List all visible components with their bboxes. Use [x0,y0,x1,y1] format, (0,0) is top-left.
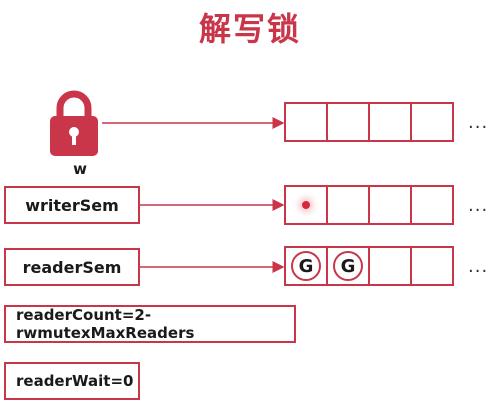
goroutine-g: G [333,251,363,281]
queue-cell [410,185,454,225]
reader-sem-box: readerSem [4,248,140,286]
writer-sem-box: writerSem [4,186,140,224]
queue-cell [368,185,412,225]
w-queue-more: ... [468,112,489,133]
reader-count-box: readerCount=2-rwmutexMaxReaders [4,305,296,343]
reader-sem-label: readerSem [22,257,122,277]
goroutine-g: G [291,251,321,281]
queue-cell [368,102,412,142]
w-queue [284,102,454,142]
writer-sem-label: writerSem [25,195,119,215]
reader-wait-box: readerWait=0 [4,362,140,400]
queue-cell [326,185,370,225]
queue-cell [368,246,412,286]
signal-dot [302,201,310,209]
lock-icon [50,90,98,156]
page-title: 解写锁 [198,10,301,48]
queue-cell [410,246,454,286]
writer-queue-more: ... [468,195,489,216]
reader-queue-more: ... [468,256,489,277]
reader-wait-label: readerWait=0 [16,372,134,390]
lock-label: w [73,160,87,178]
reader-sem-queue: G G [284,246,454,286]
reader-count-label: readerCount=2-rwmutexMaxReaders [16,306,195,342]
queue-cell [284,102,328,142]
writer-sem-queue [284,185,454,225]
queue-cell [410,102,454,142]
